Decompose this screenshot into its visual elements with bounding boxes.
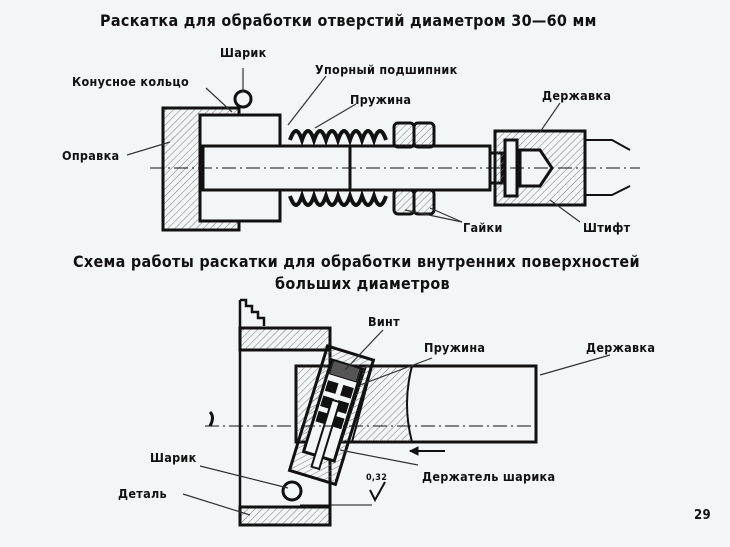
label-pruzhina-bottom: Пружина [424, 340, 486, 355]
bottom-leaders [182, 329, 611, 516]
label-sharik-top: Шарик [220, 45, 267, 60]
label-pruzhina-top: Пружина [350, 92, 412, 107]
label-upornyi-podshipnik: Упорный подшипник [315, 62, 458, 77]
ball [233, 89, 253, 109]
roughness-value: 0,32 [366, 473, 388, 483]
label-opravka: Оправка [62, 148, 120, 163]
roughness-symbol [369, 481, 386, 503]
title-bottom-line2: больших диаметров [275, 274, 450, 293]
top-leaders [126, 68, 581, 223]
internal-scheme-section [205, 298, 540, 527]
ball-bottom [281, 480, 303, 502]
title-bottom-line1: Схема работы раскатки для обработки внут… [73, 252, 640, 271]
label-detal: Деталь [118, 486, 167, 501]
label-shtift: Штифт [583, 220, 631, 235]
title-top: Раскатка для обработки отверстий диаметр… [100, 11, 597, 30]
label-konusnoe-koltso: Конусное кольцо [72, 74, 189, 89]
label-derzhatel-sharika: Держатель шарика [422, 469, 556, 484]
label-gaiki: Гайки [463, 220, 503, 235]
label-derzhavka-bottom: Державка [586, 340, 656, 355]
label-sharik-bottom: Шарик [150, 450, 197, 465]
label-derzhavka-top: Державка [542, 88, 612, 103]
roller-tool-section [150, 89, 640, 232]
label-vint: Винт [368, 314, 400, 329]
page-number: 29 [694, 508, 711, 523]
